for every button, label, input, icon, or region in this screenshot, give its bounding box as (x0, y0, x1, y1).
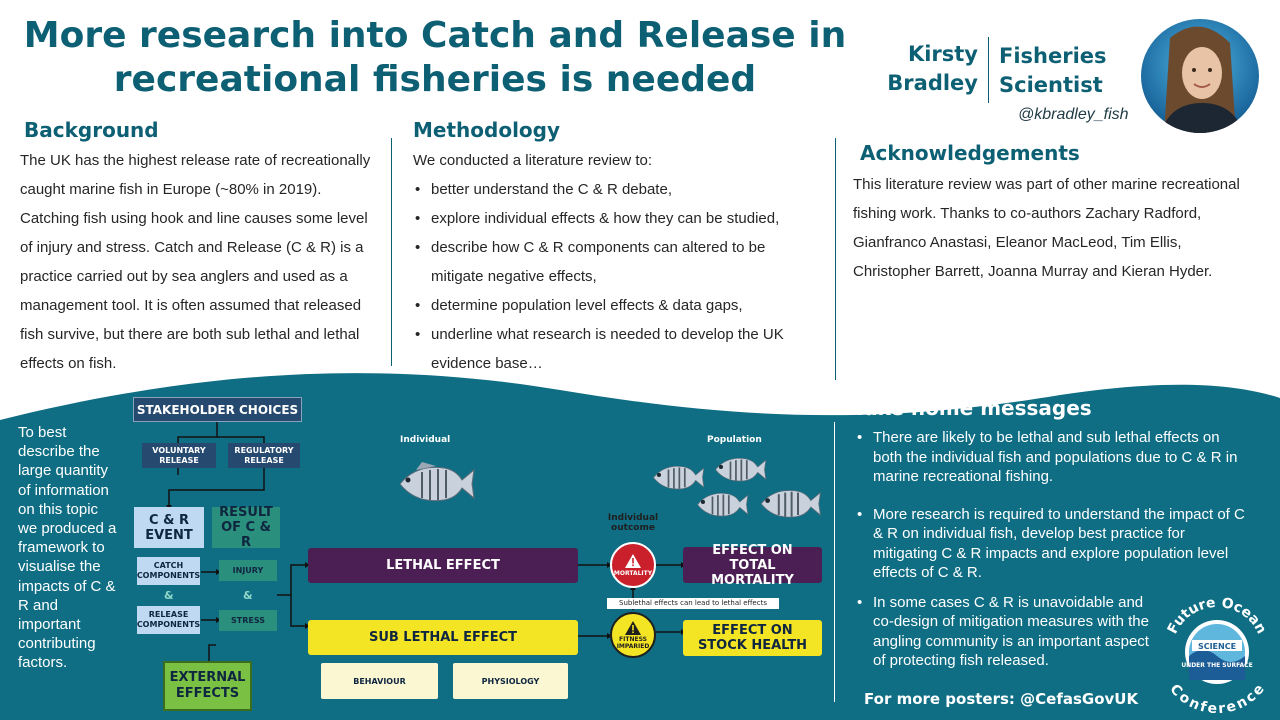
background-heading: Background (24, 118, 159, 142)
list-item: There are likely to be lethal and sub le… (853, 428, 1248, 487)
acknowledgements-text: This literature review was part of other… (853, 176, 1240, 280)
logo-science: SCIENCE (1198, 642, 1236, 651)
mortality-label: MORTALITY (613, 569, 653, 577)
author-name: Kirsty Bradley (880, 40, 978, 98)
person-photo (1140, 18, 1260, 134)
page-title: More research into Catch and Release in … (23, 15, 847, 100)
list-item: describe how C & R components can altere… (413, 233, 813, 291)
fish-icon (653, 466, 705, 490)
stress-box: STRESS (219, 610, 277, 631)
total-mortality-box: EFFECT ON TOTAL MORTALITY (683, 543, 822, 588)
injury-box: INJURY (219, 560, 277, 581)
divider-2 (835, 138, 836, 380)
voluntary-release-box: VOLUNTARY RELEASE (142, 443, 216, 468)
external-effects-box: EXTERNAL EFFECTS (163, 661, 252, 711)
ampersand: & (243, 589, 253, 602)
release-components-box: RELEASE COMPONENTS (137, 606, 200, 634)
acknowledgements-heading: Acknowledgements (860, 141, 1080, 165)
stock-health-box: EFFECT ON STOCK HEALTH (683, 620, 822, 656)
divider-1 (391, 138, 392, 366)
mortality-circle: MORTALITY (610, 542, 656, 588)
list-item: explore individual effects & how they ca… (413, 204, 813, 233)
divider-3 (834, 422, 835, 702)
warning-icon (625, 620, 641, 635)
framework-description: To best describe the large quantity of i… (18, 424, 117, 672)
population-label: Population (707, 435, 762, 445)
background-text: The UK has the highest release rate of r… (20, 152, 371, 372)
fish-icon (697, 493, 749, 517)
fish-icon (399, 462, 475, 502)
fish-icon (760, 490, 821, 518)
individual-label: Individual (400, 435, 451, 445)
fish-icon (715, 458, 767, 482)
physiology-box: PHYSIOLOGY (453, 663, 568, 699)
stakeholder-choices-box: STAKEHOLDER CHOICES (133, 397, 302, 422)
regulatory-release-box: REGULATORY RELEASE (228, 443, 300, 468)
fitness-label: FITNESS IMPARIED (616, 635, 650, 650)
list-item: More research is required to understand … (853, 505, 1248, 583)
more-posters-link[interactable]: For more posters: @CefasGovUK (864, 690, 1139, 708)
conference-logo: SCIENCE UNDER THE SURFACE Future Ocean C… (1158, 584, 1276, 717)
take-home-heading: Take home messages (853, 396, 1092, 420)
list-item: better understand the C & R debate, (413, 175, 813, 204)
methodology-list: better understand the C & R debate, expl… (413, 175, 813, 378)
ampersand: & (164, 589, 174, 602)
author-last: Bradley (887, 71, 978, 95)
author-handle[interactable]: @kbradley_fish (1018, 106, 1129, 123)
result-of-cr-box: RESULT OF C & R (212, 505, 280, 550)
cr-event-box: C & R EVENT (134, 507, 204, 548)
list-item: determine population level effects & dat… (413, 291, 813, 320)
lethal-effect-box: LETHAL EFFECT (308, 548, 578, 583)
logo-under: UNDER THE SURFACE (1181, 662, 1252, 669)
warning-icon (625, 553, 641, 568)
sublethal-note: Sublethal effects can lead to lethal eff… (607, 598, 779, 609)
methodology-heading: Methodology (413, 118, 561, 142)
methodology-intro: We conducted a literature review to: (413, 152, 653, 169)
list-item: In some cases C & R is unavoidable and c… (853, 593, 1153, 671)
catch-components-box: CATCH COMPONENTS (137, 557, 200, 585)
author-role: Fisheries Scientist (999, 44, 1107, 97)
fitness-circle: FITNESS IMPARIED (610, 612, 656, 658)
list-item: underline what research is needed to dev… (413, 320, 813, 378)
individual-outcome-label: Individual outcome (607, 513, 659, 533)
author-divider (988, 37, 989, 103)
sub-lethal-effect-box: SUB LETHAL EFFECT (308, 620, 578, 655)
take-home-list: There are likely to be lethal and sub le… (853, 428, 1248, 671)
behaviour-box: BEHAVIOUR (321, 663, 438, 699)
author-first: Kirsty (907, 42, 978, 66)
